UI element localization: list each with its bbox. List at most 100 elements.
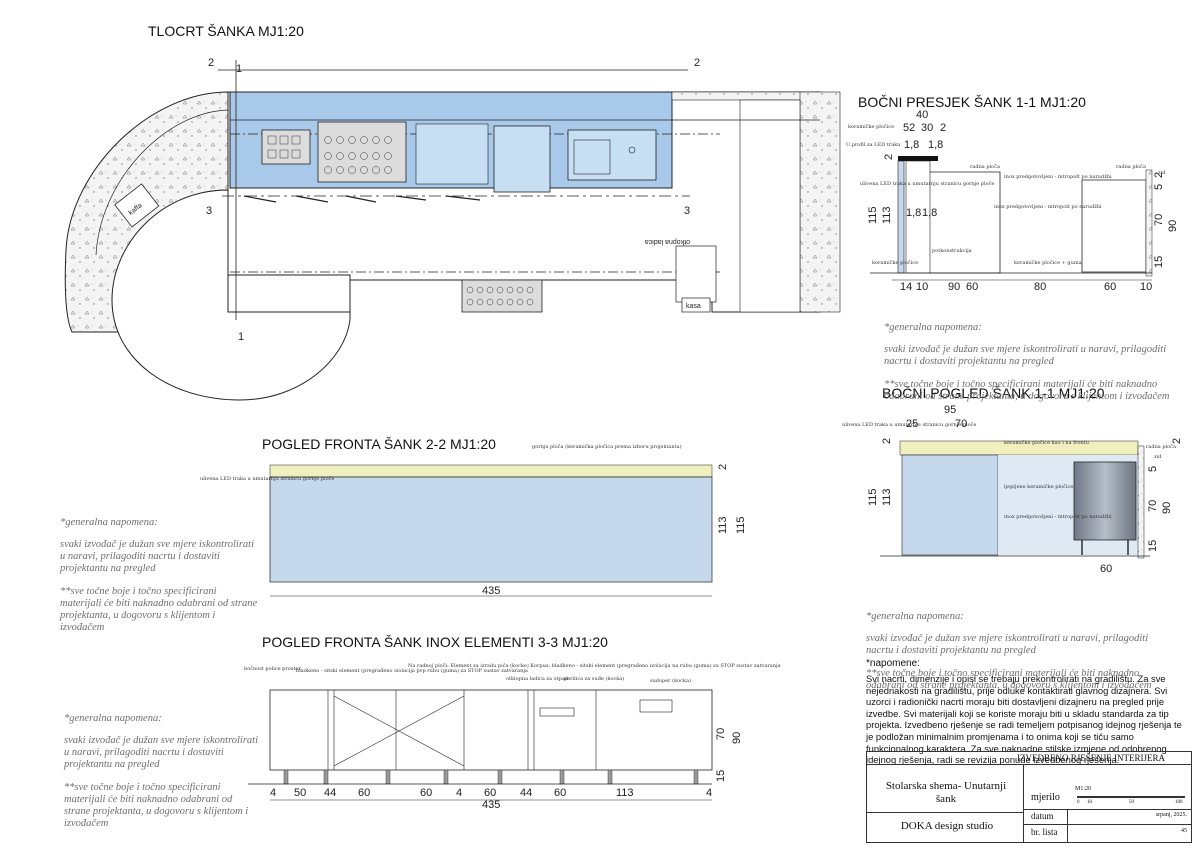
svg-text:44: 44 bbox=[520, 787, 532, 799]
svg-text:2: 2 bbox=[717, 464, 729, 470]
plan-wall-top bbox=[671, 91, 821, 101]
svg-text:90: 90 bbox=[948, 281, 960, 293]
svg-text:2: 2 bbox=[881, 438, 893, 444]
svg-text:115: 115 bbox=[735, 516, 747, 534]
svg-text:40: 40 bbox=[916, 109, 928, 121]
cut-mark-3-left: 3 bbox=[206, 205, 212, 217]
svg-text:5: 5 bbox=[1147, 466, 1159, 472]
general-note-front: *generalna napomena: svaki izvođač je du… bbox=[60, 516, 258, 633]
svg-text:1,8: 1,8 bbox=[928, 139, 943, 151]
svg-text:2: 2 bbox=[883, 154, 895, 160]
section-top-plate bbox=[898, 156, 938, 161]
front-panel bbox=[269, 476, 713, 583]
svg-text:4: 4 bbox=[706, 787, 712, 799]
svg-text:113: 113 bbox=[881, 488, 893, 506]
svg-text:50: 50 bbox=[294, 787, 306, 799]
svg-text:gornja ploča (keramička pločic: gornja ploča (keramička pločica prema iz… bbox=[532, 443, 682, 450]
side-view: BOČNI POGLED ŠANK 1-1 MJ1:20 95 25 70 2 … bbox=[842, 385, 1183, 575]
plan-title: TLOCRT ŠANKA MJ1:20 bbox=[148, 23, 304, 39]
cut-mark-1-top: 1 bbox=[236, 63, 242, 75]
general-note-side: *generalna napomena: svaki izvođač je du… bbox=[866, 610, 1152, 691]
svg-text:ulivena LED traka u umutarnju: ulivena LED traka u umutarnju stranicu g… bbox=[860, 180, 994, 187]
svg-text:70: 70 bbox=[1153, 214, 1165, 226]
front-top-plate bbox=[269, 464, 713, 478]
svg-text:perilica za suđe (kocka): perilica za suđe (kocka) bbox=[564, 675, 624, 682]
front-width-dim: 435 bbox=[482, 585, 500, 597]
cash-label: kasa bbox=[686, 303, 701, 310]
section-view: BOČNI PRESJEK ŠANK 1-1 MJ1:20 40 52 30 2… bbox=[846, 94, 1179, 293]
svg-text:inox predgotovljeni - mtropolt: inox predgotovljeni - mtropolt po narudž… bbox=[994, 203, 1102, 210]
inox-view: POGLED FRONTA ŠANK INOX ELEMENTI 3-3 MJ1… bbox=[244, 634, 781, 811]
svg-text:95: 95 bbox=[944, 404, 956, 416]
svg-text:ulivena LED traka u umutarnju: ulivena LED traka u umutarnju stranicu g… bbox=[842, 421, 976, 428]
svg-text:15: 15 bbox=[715, 770, 727, 782]
svg-text:60: 60 bbox=[420, 787, 432, 799]
plan-circular-area bbox=[111, 189, 351, 401]
svg-text:52: 52 bbox=[903, 122, 915, 134]
svg-text:2: 2 bbox=[1153, 172, 1165, 178]
plan-ice-rack bbox=[261, 129, 311, 165]
svg-text:113: 113 bbox=[881, 206, 893, 224]
plan-dishwasher bbox=[493, 125, 551, 193]
svg-text:113: 113 bbox=[616, 787, 634, 799]
scale-value: M1:20 bbox=[1075, 786, 1092, 792]
cut-mark-2-left: 2 bbox=[208, 57, 214, 69]
title-block: IZVEDBENO RJEŠENJE INTERIJERA Stolarska … bbox=[866, 751, 1192, 843]
section-back-unit bbox=[1081, 179, 1147, 273]
svg-text:60: 60 bbox=[554, 787, 566, 799]
svg-text:90: 90 bbox=[1167, 220, 1179, 232]
svg-text:60: 60 bbox=[1100, 563, 1112, 575]
svg-text:60: 60 bbox=[358, 787, 370, 799]
svg-text:435: 435 bbox=[482, 799, 500, 811]
cut-mark-3-right: 3 bbox=[684, 205, 690, 217]
cut-mark-1-bottom: 1 bbox=[238, 331, 244, 343]
svg-text:70: 70 bbox=[715, 728, 727, 740]
svg-text:otklopna ladica za otpad: otklopna ladica za otpad bbox=[506, 676, 569, 682]
svg-text:10: 10 bbox=[916, 281, 928, 293]
svg-text:70: 70 bbox=[955, 418, 967, 430]
svg-text:90: 90 bbox=[731, 732, 743, 744]
plan-view: TLOCRT ŠANKA MJ1:20 bbox=[64, 23, 841, 401]
svg-text:bladkeno - sitski element (pre: bladkeno - sitski element (pregrađeno iz… bbox=[296, 667, 528, 674]
svg-text:potkonstrukcija: potkonstrukcija bbox=[932, 248, 972, 254]
svg-text:15: 15 bbox=[1147, 540, 1159, 552]
svg-text:60: 60 bbox=[1104, 281, 1116, 293]
svg-text:115: 115 bbox=[867, 488, 879, 506]
svg-text:radna ploča: radna ploča bbox=[1146, 443, 1176, 450]
section-front-body bbox=[905, 160, 931, 274]
scale-label: mjerilo bbox=[1031, 792, 1060, 803]
svg-text:zid: zid bbox=[1158, 170, 1166, 176]
general-note-section: *generalna napomena: svaki izvođač je du… bbox=[884, 321, 1170, 402]
side-view-title: BOČNI POGLED ŠANK 1-1 MJ1:20 bbox=[882, 385, 1105, 401]
svg-text:2: 2 bbox=[1171, 438, 1183, 444]
date-value: srpanj, 2025. bbox=[1155, 812, 1187, 818]
svg-text:keramičke pločice: keramičke pločice bbox=[872, 259, 918, 266]
svg-text:inox predgotovljeni - mtropolt: inox predgotovljeni - mtropolt po narudž… bbox=[1004, 513, 1112, 520]
plan-coffee-machine: kaffa bbox=[114, 183, 160, 228]
svg-text:14: 14 bbox=[900, 281, 912, 293]
svg-text:1,8: 1,8 bbox=[904, 139, 919, 151]
svg-text:70: 70 bbox=[1147, 500, 1159, 512]
front-view: POGLED FRONTA ŠANK 2-2 MJ1:20 435 2 113 … bbox=[200, 436, 747, 597]
svg-text:radna ploča: radna ploča bbox=[1116, 163, 1146, 170]
general-note-inox: *generalna napomena: svaki izvođač je du… bbox=[64, 712, 259, 829]
svg-text:113: 113 bbox=[717, 516, 729, 534]
plan-side-room bbox=[739, 99, 801, 313]
plan-glass-rack bbox=[317, 121, 407, 183]
svg-text:bočnost police prostor: bočnost police prostor bbox=[244, 665, 301, 672]
svg-text:keramičke pločice + guma: keramičke pločice + guma bbox=[1014, 259, 1082, 266]
curved-bar-inner-line bbox=[95, 109, 229, 256]
svg-text:90: 90 bbox=[1161, 502, 1173, 514]
plan-back-rack bbox=[461, 279, 543, 313]
svg-text:115: 115 bbox=[867, 206, 879, 224]
plan-cash-area bbox=[675, 245, 717, 303]
notes-body: Svi nacrti, dimenzije i opisi se trebaju… bbox=[866, 673, 1182, 766]
svg-text:30: 30 bbox=[921, 122, 933, 134]
inox-cabinets bbox=[269, 689, 713, 771]
svg-text:zid: zid bbox=[1154, 454, 1162, 460]
title-block-header: IZVEDBENO RJEŠENJE INTERIJERA bbox=[1017, 753, 1165, 763]
svg-text:sudoper (kocka): sudoper (kocka) bbox=[650, 677, 691, 684]
svg-text:25: 25 bbox=[906, 418, 918, 430]
drawer-label: otkopna ladica bbox=[645, 238, 690, 245]
scale-bar bbox=[1077, 796, 1185, 798]
